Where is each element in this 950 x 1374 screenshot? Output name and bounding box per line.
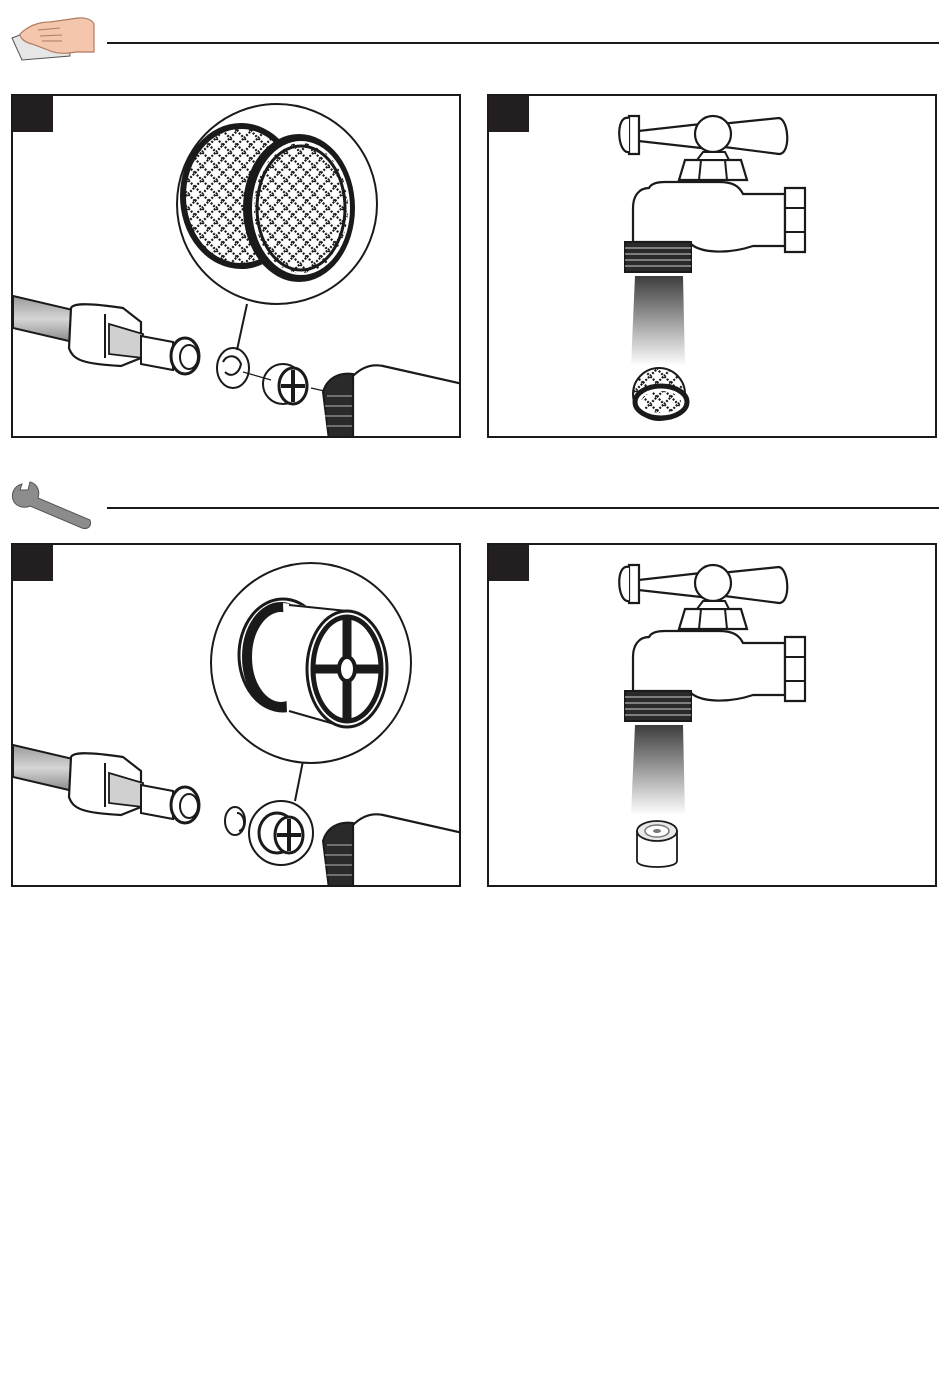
wrench-icon (8, 478, 98, 538)
section-divider (107, 507, 939, 509)
step-panel-faucet-rinse-strainer (487, 94, 937, 438)
step-panel-flow-restrictor-removal (11, 543, 461, 887)
cleaning-cloth-hand-icon (8, 8, 98, 68)
flow-restrictor-removal-illustration (13, 545, 461, 887)
faucet-illustration (489, 545, 937, 887)
faucet-illustration (489, 96, 937, 438)
step-panel-faucet-rinse-restrictor (487, 543, 937, 887)
section-divider (107, 42, 939, 44)
strainer-removal-illustration (13, 96, 461, 438)
step-panel-strainer-removal (11, 94, 461, 438)
